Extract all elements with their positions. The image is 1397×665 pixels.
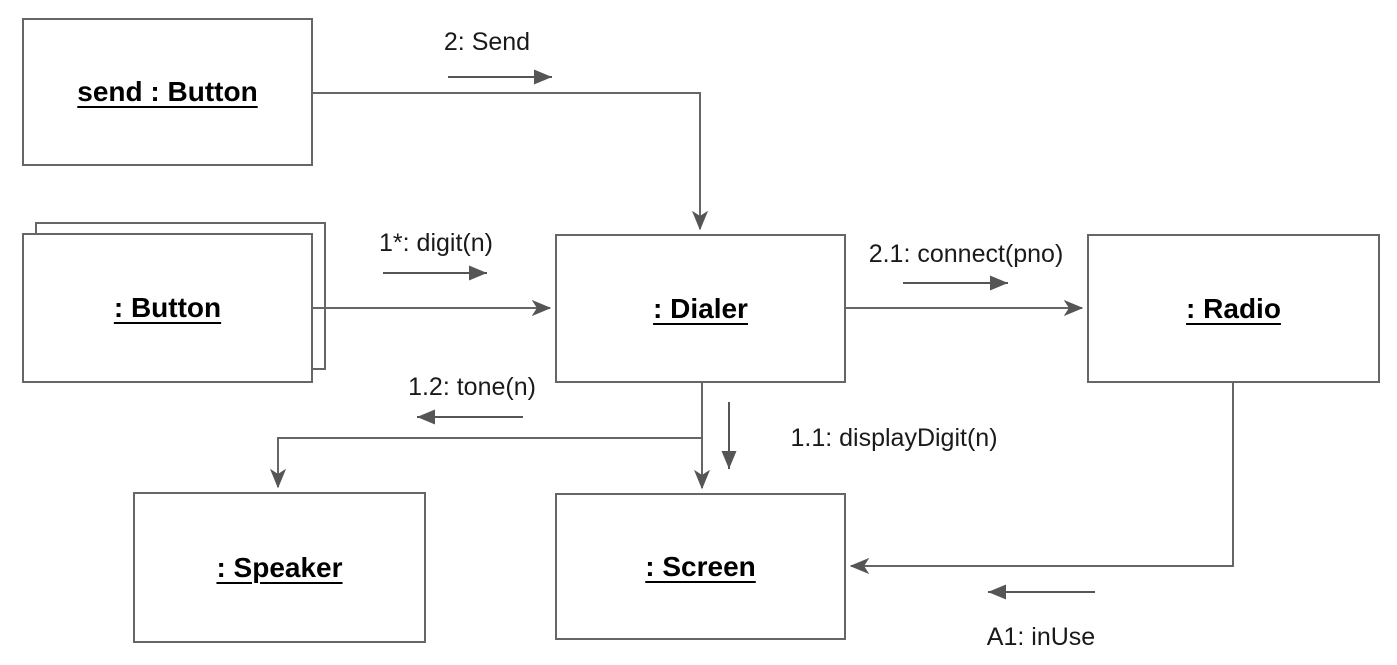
object-label-button: : Button [113,292,222,323]
message-label-in-use: A1: inUse [986,623,1096,651]
object-box-button[interactable]: : Button [22,233,313,383]
message-label-display-digit: 1.1: displayDigit(n) [790,424,998,452]
message-label-connect: 2.1: connect(pno) [868,240,1064,268]
object-box-send-button[interactable]: send : Button [22,18,313,166]
object-box-radio[interactable]: : Radio [1087,234,1380,383]
object-label-send-button: send : Button [77,76,258,107]
connector-send-button-to-dialer [313,92,700,229]
message-label-tone: 1.2: tone(n) [408,373,536,401]
connector-radio-to-screen [851,383,1234,566]
object-label-radio: : Radio [1186,292,1281,324]
connector-dialer-to-speaker [278,437,702,487]
object-label-speaker: : Speaker [216,551,343,583]
object-label-dialer: : Dialer [653,292,748,324]
message-label-send: 2: Send [443,28,531,56]
message-label-digit: 1*: digit(n) [379,229,493,257]
object-box-dialer[interactable]: : Dialer [555,234,846,383]
object-box-speaker[interactable]: : Speaker [133,492,426,643]
object-box-screen[interactable]: : Screen [555,493,846,640]
object-label-screen: : Screen [645,550,756,582]
